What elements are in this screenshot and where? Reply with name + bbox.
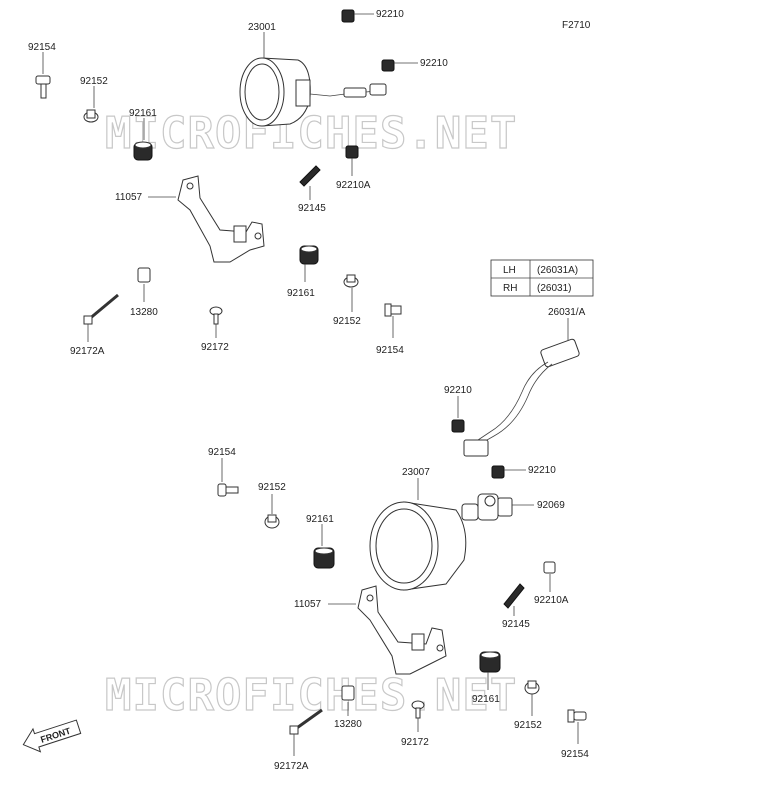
upper-clip-a-shape	[341, 9, 355, 23]
front-arrow-icon: FRONT	[22, 719, 82, 753]
label-upper-clip-a: 92210	[376, 9, 404, 20]
mid-clip-shape	[451, 419, 465, 433]
label-lower-spring: 92145	[502, 619, 530, 630]
lower-spring-shape	[503, 583, 525, 609]
label-upper-collar-right: 92152	[333, 316, 361, 327]
label-upper-grommet-right: 92161	[287, 288, 315, 299]
label-lower-collar-right: 92152	[514, 720, 542, 731]
lower-collar-left-shape	[264, 514, 280, 529]
label-harness: 26031/A	[548, 307, 586, 318]
table-part-lh: (26031A)	[537, 265, 578, 276]
label-lower-bracket: 11057	[294, 599, 322, 610]
lower-clamp-shape	[341, 685, 355, 701]
label-upper-screw: 92172	[201, 342, 229, 353]
label-lower-lamp: 23007	[402, 467, 430, 478]
upper-lamp-shape	[239, 57, 387, 127]
upper-clamp-shape	[137, 267, 151, 283]
label-lower-screw: 92172	[401, 737, 429, 748]
label-lower-clamp: 13280	[334, 719, 362, 730]
upper-nut-shape	[345, 145, 359, 159]
lower-nut-shape	[543, 561, 556, 574]
label-mid-clip: 92210	[444, 385, 472, 396]
upper-screw-shape	[209, 306, 223, 325]
lower-grommet-right-shape	[479, 651, 501, 673]
label-upper-clip-b: 92210	[420, 58, 448, 69]
label-lower-bolt-left: 92154	[208, 447, 236, 458]
upper-pin-shape	[83, 293, 119, 325]
lower-bolt-left-shape	[217, 483, 239, 497]
lower-screw-shape	[411, 700, 425, 719]
harness-shape	[463, 338, 580, 457]
table-side-rh: RH	[503, 283, 517, 294]
label-lower-bolt-right: 92154	[561, 749, 589, 760]
upper-clip-b-shape	[381, 59, 395, 72]
upper-collar-left-shape	[83, 109, 99, 123]
upper-grommet-left-shape	[133, 141, 153, 161]
label-upper-bracket: 11057	[115, 192, 143, 203]
watermark-upper: MICROFICHES.NET	[105, 108, 517, 159]
table-side-lh: LH	[503, 265, 516, 276]
label-lower-grommet-left: 92161	[306, 514, 334, 525]
lower-clip-shape	[491, 465, 505, 479]
label-lower-grommet-right: 92161	[472, 694, 500, 705]
diagram-ref: F2710	[562, 20, 591, 31]
label-upper-grommet-left: 92161	[129, 108, 157, 119]
label-upper-clamp: 13280	[130, 307, 158, 318]
upper-bolt-left-shape	[35, 75, 51, 99]
label-upper-spring: 92145	[298, 203, 326, 214]
upper-collar-right-shape	[343, 274, 359, 288]
bulb-shape	[461, 493, 513, 521]
label-lower-clip: 92210	[528, 465, 556, 476]
label-upper-nut: 92210A	[336, 180, 371, 191]
side-table	[490, 259, 594, 297]
label-bulb: 92069	[537, 500, 565, 511]
lower-grommet-left-shape	[313, 547, 335, 569]
label-upper-pin: 92172A	[70, 346, 105, 357]
label-upper-bolt-left: 92154	[28, 42, 56, 53]
label-upper-lamp: 23001	[248, 22, 276, 33]
lower-bolt-right-shape	[567, 709, 587, 723]
lower-lamp-shape	[369, 501, 467, 591]
lower-bracket-shape	[357, 585, 447, 675]
lower-collar-right-shape	[524, 680, 540, 695]
table-part-rh: (26031)	[537, 283, 571, 294]
upper-bolt-right-shape	[384, 303, 402, 317]
upper-spring-shape	[299, 165, 321, 187]
label-lower-pin: 92172A	[274, 761, 309, 772]
label-upper-collar-left: 92152	[80, 76, 108, 87]
label-lower-nut: 92210A	[534, 595, 569, 606]
label-upper-bolt-right: 92154	[376, 345, 404, 356]
watermark-lower: MICROFICHES.NET	[105, 670, 517, 721]
upper-bracket-shape	[177, 175, 265, 263]
upper-grommet-right-shape	[299, 245, 319, 265]
label-lower-collar-left: 92152	[258, 482, 286, 493]
